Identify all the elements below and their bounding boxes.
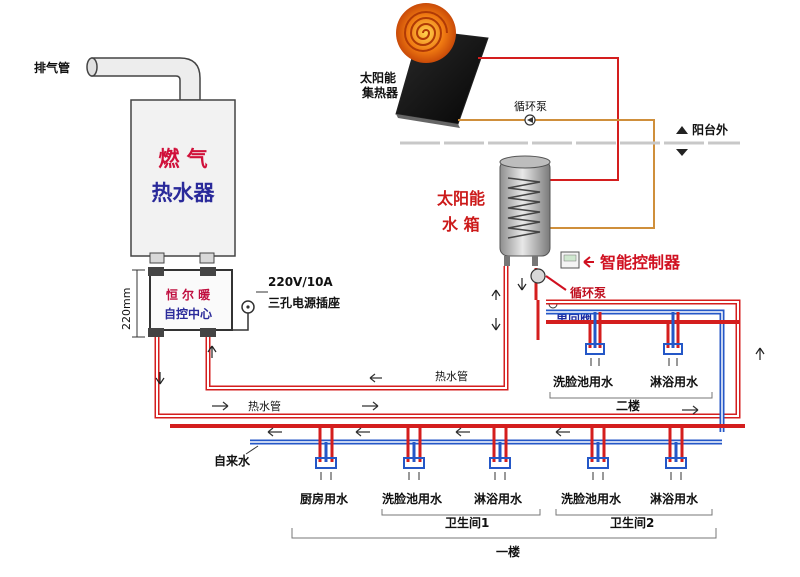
heater-title-line2: 热水器 — [152, 181, 216, 205]
second-floor-cold-core — [546, 311, 723, 432]
lower-outlet-label: 淋浴用水 — [474, 491, 523, 506]
controller-arrow-icon — [583, 256, 594, 268]
top-pump-arrow-icon — [527, 117, 533, 123]
collector-return-pipe — [458, 119, 655, 229]
solar-collector-line2: 集热器 — [361, 85, 399, 100]
down-arrow-icon — [491, 318, 501, 331]
control-center-line2: 自控中心 — [164, 306, 212, 321]
tank-label-line1: 太阳能 — [436, 189, 485, 208]
up-arrow-icon — [491, 289, 501, 300]
bathroom-2-bracket — [555, 509, 713, 516]
bathroom-1-label: 卫生间1 — [445, 515, 489, 530]
down-arrow-icon — [155, 372, 165, 385]
power-rating: 220V/10A — [268, 275, 333, 289]
sun-icon — [396, 3, 456, 63]
exhaust-pipe — [86, 57, 201, 101]
upper-outlet-label: 淋浴用水 — [650, 374, 699, 389]
balcony-outside-label: 阳台外 — [692, 122, 728, 137]
control-center-line1: 恒 尔 暖 — [166, 287, 211, 302]
upper-outlet-label: 洗脸池用水 — [553, 374, 614, 389]
first-floor-outlet — [489, 426, 511, 480]
flow-arrow-icon — [212, 401, 229, 411]
first-floor-outlet — [665, 426, 687, 480]
tap-water-label: 自来水 — [214, 453, 251, 468]
flow-arrow-icon — [355, 427, 370, 437]
balcony-up-arrow-icon — [676, 126, 688, 134]
power-plug-icon — [226, 300, 255, 331]
smart-controller-label: 智能控制器 — [600, 253, 681, 272]
up-arrow-icon — [207, 345, 217, 358]
hot-pipe-label-1: 热水管 — [435, 369, 468, 383]
main-hot-pipe — [154, 299, 741, 419]
first-floor-bracket — [291, 528, 717, 539]
up-arrow-icon — [755, 347, 765, 360]
bathroom-2-label: 卫生间2 — [610, 515, 654, 530]
flow-arrow-icon — [555, 427, 570, 437]
lower-outlet-label: 洗脸池用水 — [382, 491, 443, 506]
lower-outlet-label: 厨房用水 — [300, 491, 349, 506]
first-floor-outlet — [315, 426, 337, 480]
lower-outlet-label: 洗脸池用水 — [561, 491, 622, 506]
second-floor-outlet — [585, 312, 605, 366]
solar-collector-line1: 太阳能 — [360, 70, 396, 85]
power-socket-label: 三孔电源插座 — [268, 295, 340, 310]
exhaust-pipe-label: 排气管 — [34, 60, 70, 75]
main-hot-pipe-core — [156, 301, 739, 417]
heater-title-line1: 燃 气 — [158, 147, 207, 171]
first-floor-label: 一楼 — [496, 544, 520, 559]
hot-pipe-label-2: 热水管 — [248, 399, 281, 413]
tank-to-heater-pipe-core — [207, 266, 507, 389]
smart-controller-device — [560, 251, 580, 269]
control-center — [148, 267, 233, 337]
flow-arrow-icon — [267, 427, 282, 437]
balcony-down-arrow-icon — [676, 149, 688, 156]
dimension-label: 220mm — [120, 288, 133, 330]
second-floor-bracket — [549, 392, 713, 399]
top-pump-label: 循环泵 — [514, 100, 547, 113]
flow-arrow-icon — [369, 373, 382, 383]
solar-water-tank — [499, 155, 551, 266]
tap-water-leader — [245, 445, 259, 455]
tank-label-line2: 水 箱 — [442, 215, 480, 234]
gas-water-heater — [130, 99, 236, 264]
second-floor-outlet — [663, 312, 683, 366]
flow-arrow-icon — [362, 401, 379, 411]
flow-arrow-icon — [682, 405, 699, 415]
flow-arrow-icon — [455, 427, 470, 437]
dimension-line — [132, 269, 145, 338]
down-arrow-icon — [517, 278, 527, 291]
lower-outlet-label: 淋浴用水 — [650, 491, 699, 506]
bottom-pump-label: 循环泵 — [570, 285, 606, 300]
bottom-pump-icon — [530, 268, 546, 284]
second-floor-label: 二楼 — [616, 398, 640, 413]
pump-leader-line — [545, 275, 567, 291]
bathroom-1-bracket — [381, 509, 541, 516]
first-floor-outlet — [587, 426, 609, 480]
first-floor-outlet — [403, 426, 425, 480]
